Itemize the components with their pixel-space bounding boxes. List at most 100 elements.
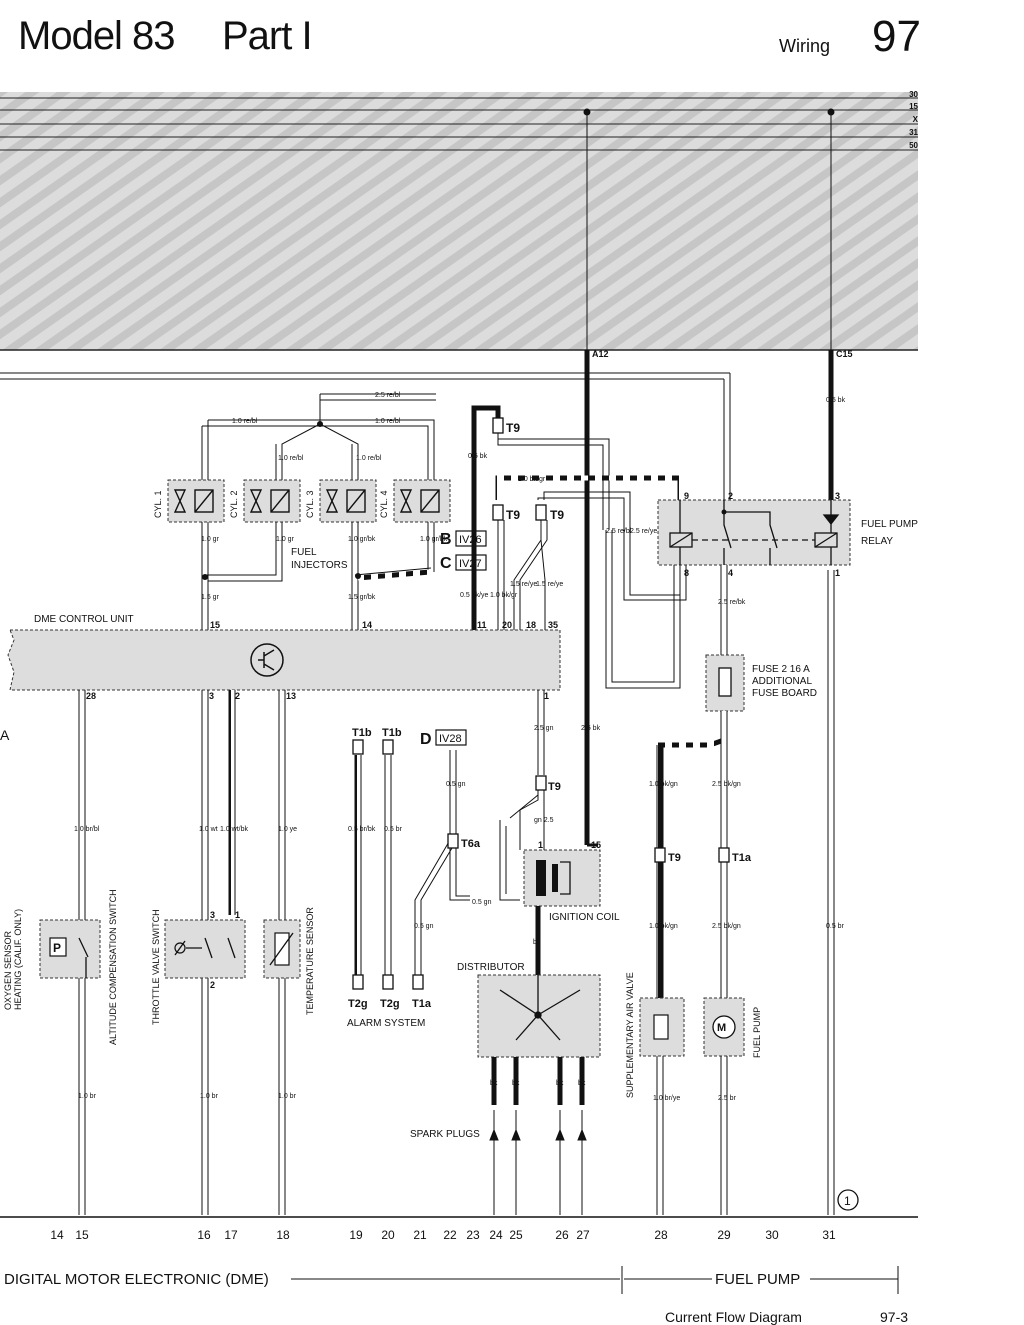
ref-28: 28 <box>654 1228 668 1242</box>
dme-pin-15: 15 <box>210 620 220 630</box>
wire-w15: 1.0 bk/gr <box>490 592 518 599</box>
relay-pin-4: 4 <box>728 568 733 578</box>
oxygen-label-2: HEATING (CALIF. ONLY) <box>13 909 23 1010</box>
t6a-label: T6a <box>461 838 481 850</box>
wire-w43: bk <box>533 939 541 946</box>
footer-code: 97-3 <box>880 1309 908 1325</box>
t9-4-label: T9 <box>668 852 681 864</box>
dme-control-unit <box>7 629 561 691</box>
wire-w14: 0.5 bk/ye <box>460 592 489 599</box>
connector-d-code: IV28 <box>439 733 462 745</box>
relay-pin-1: 1 <box>835 568 840 578</box>
wire-w22: 2.5 gn <box>534 725 554 732</box>
pressure-icon: P <box>53 941 61 955</box>
ref-18: 18 <box>276 1228 290 1242</box>
dme-pin-18: 18 <box>526 620 536 630</box>
ref-14: 14 <box>50 1228 64 1242</box>
dme-pin-3: 3 <box>209 691 214 701</box>
relay-pin-3: 3 <box>835 491 840 501</box>
part-title: Part I <box>222 14 313 58</box>
spark-plugs-label: SPARK PLUGS <box>410 1129 480 1140</box>
wire-w3: 1.0 re/bl <box>375 418 401 425</box>
coil-pin-15: 15 <box>591 840 601 850</box>
t1a-a-label: T1a <box>732 852 752 864</box>
wire-w36: 2.5 bk/gn <box>712 923 741 930</box>
altitude-label: ALTITUDE COMPENSATION SWITCH <box>108 889 118 1045</box>
wire-w38: 1.0 br <box>78 1093 97 1100</box>
switch-pin-1: 1 <box>235 910 240 920</box>
tap-c15: C15 <box>836 349 853 359</box>
t2g-a-label: T2g <box>348 998 368 1010</box>
wire-w26: 1.0 wt/bk <box>220 826 249 833</box>
ref-23: 23 <box>466 1228 480 1242</box>
wire-w29: 0.5 br <box>384 826 403 833</box>
connector-b-code: IV26 <box>459 534 482 546</box>
wire-w24: 1.0 br/bl <box>74 826 100 833</box>
wire-w19: 2.5 re/ye <box>630 528 657 535</box>
ref-25: 25 <box>509 1228 523 1242</box>
footer-caption: Current Flow Diagram <box>665 1309 802 1325</box>
ref-29: 29 <box>717 1228 731 1242</box>
dme-pin-35: 35 <box>548 620 558 630</box>
t9-5-label: T9 <box>506 508 520 522</box>
section-dme: DIGITAL MOTOR ELECTRONIC (DME) <box>4 1271 269 1288</box>
ground-marker: 1 <box>844 1194 851 1208</box>
wire-w27: 1.0 ye <box>278 826 297 833</box>
injector-box-1 <box>167 479 225 523</box>
t9-1-label: T9 <box>548 781 561 793</box>
relay-label-1: FUEL PUMP <box>861 519 918 530</box>
injectors-label-2: INJECTORS <box>291 560 348 571</box>
wire-w8: 1.0 gr <box>201 536 220 543</box>
injector-box-3 <box>319 479 377 523</box>
relay-pin-2: 2 <box>728 491 733 501</box>
relay-pin-8: 8 <box>684 568 689 578</box>
ignition-coil-box <box>523 849 601 907</box>
throttle-label: THROTTLE VALVE SWITCH <box>151 909 161 1025</box>
section-fuel-pump: FUEL PUMP <box>715 1271 800 1288</box>
cyl-1-label: CYL. 1 <box>153 490 163 518</box>
switch-pin-2: 2 <box>210 980 215 990</box>
fuel-pump-label: FUEL PUMP <box>752 1007 762 1058</box>
dme-label: DME CONTROL UNIT <box>34 614 134 625</box>
ref-15: 15 <box>75 1228 89 1242</box>
wire-w39: 1.0 br <box>200 1093 219 1100</box>
wire-w34: 2.5 bk/gn <box>712 781 741 788</box>
ref-20: 20 <box>381 1228 395 1242</box>
dme-pin-20: 20 <box>502 620 512 630</box>
wire-w5: 1.0 re/bl <box>356 455 382 462</box>
wire-w11: 1.0 gr/bk <box>420 536 448 543</box>
temp-label: TEMPERATURE SENSOR <box>305 907 315 1015</box>
wire-w33: 1.0 bk/gn <box>649 781 678 788</box>
wire-w6: 1.0 bk/gr <box>518 476 546 483</box>
motor-icon: M <box>717 1022 726 1034</box>
dme-pin-28: 28 <box>86 691 96 701</box>
ref-26: 26 <box>555 1228 569 1242</box>
distributor-label: DISTRIBUTOR <box>457 962 525 973</box>
air-valve-label: SUPPLEMENTARY AIR VALVE <box>625 972 635 1098</box>
t1a-b-label: T1a <box>412 998 432 1010</box>
ref-30: 30 <box>765 1228 779 1242</box>
oxygen-label-1: OXYGEN SENSOR <box>3 930 13 1010</box>
wire-w17: 1.5 re/ye <box>536 581 563 588</box>
wire-w31: 0.5 gn <box>472 899 492 906</box>
relay-pin-9: 9 <box>684 491 689 501</box>
wire-w21: 2.5 re/bk <box>718 599 746 606</box>
ref-24: 24 <box>489 1228 503 1242</box>
t1b-a-label: T1b <box>352 727 372 739</box>
plug-wire-4: bk <box>578 1080 586 1087</box>
injector-box-2 <box>243 479 301 523</box>
connector-c-letter: C <box>440 555 452 572</box>
t1b-b-label: T1b <box>382 727 402 739</box>
wire-w23: 2.5 bk <box>581 725 601 732</box>
rail-31: 31 <box>909 128 918 137</box>
ref-21: 21 <box>413 1228 427 1242</box>
connector-b-letter: B <box>440 531 452 548</box>
wire-w10: 1.0 gr/bk <box>348 536 376 543</box>
fuse-label-2: ADDITIONAL <box>752 676 812 687</box>
dme-pin-11: 11 <box>477 620 487 630</box>
rail-15: 15 <box>909 102 918 111</box>
dme-pin-14: 14 <box>362 620 372 630</box>
wire-w9: 1.0 gr <box>276 536 295 543</box>
altitude-switch-box <box>39 919 101 979</box>
